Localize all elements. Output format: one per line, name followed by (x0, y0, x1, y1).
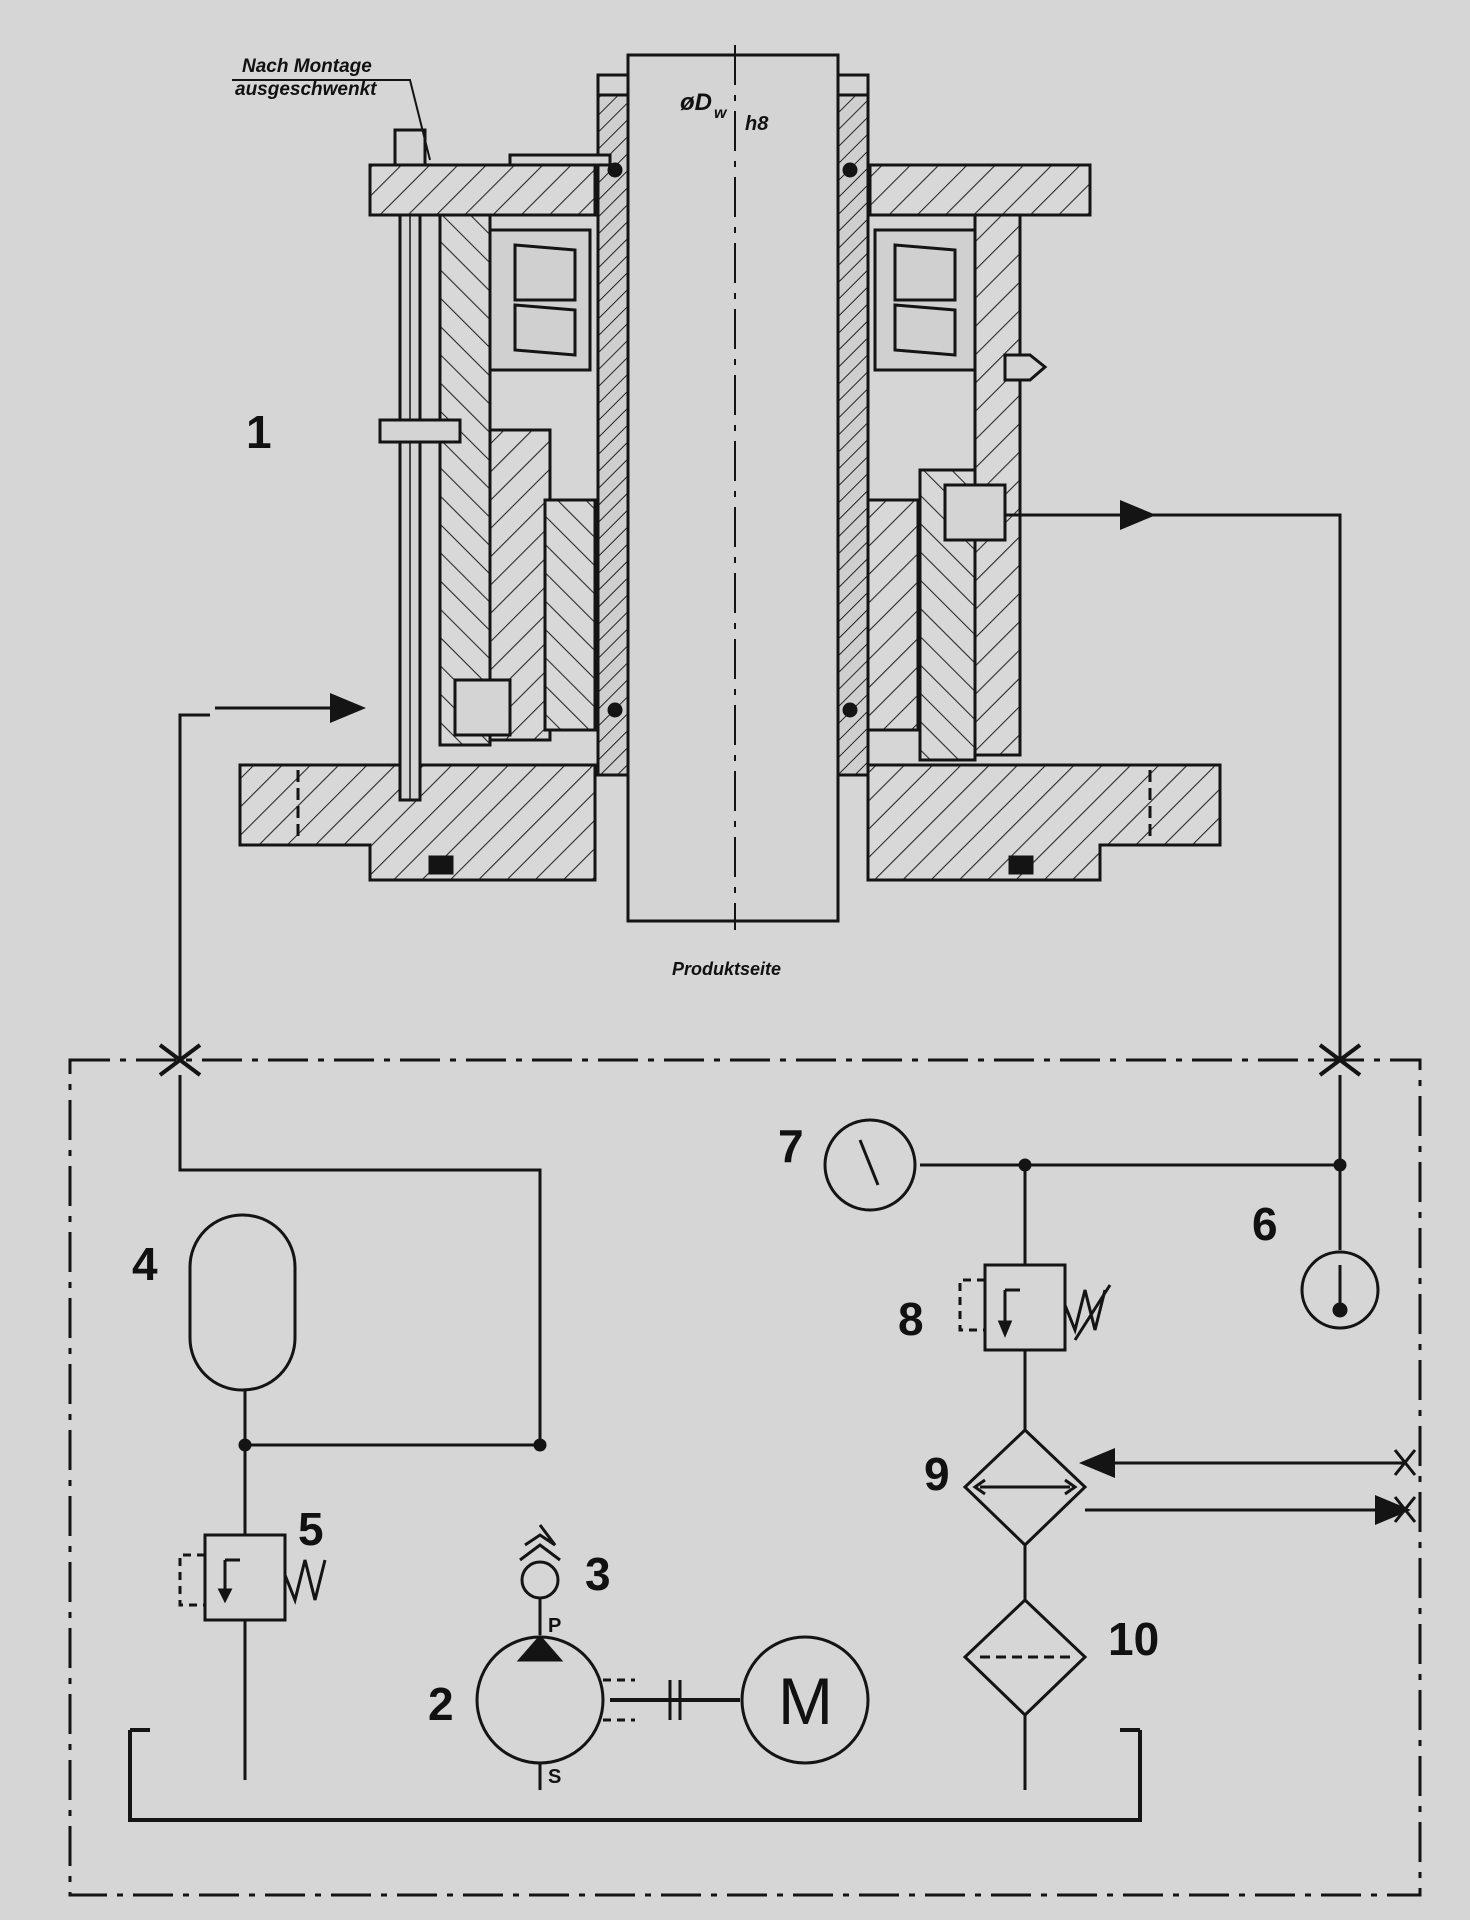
assembly-note-line-1: Nach Montage (242, 56, 372, 77)
pump-port-pressure: P (548, 1615, 561, 1637)
diameter-label: øD (680, 89, 712, 116)
product-side-label: Produktseite (672, 959, 781, 979)
spring-symbol (283, 1559, 327, 1605)
vent-plug (1003, 353, 1048, 382)
callout-9: 9 (924, 1448, 950, 1500)
o-ring (428, 855, 454, 875)
relief-valve-adjustable (983, 1263, 1067, 1352)
hydraulic-circuit (68, 500, 1422, 1897)
callout-8: 8 (898, 1293, 924, 1345)
top-flange-right (868, 163, 1092, 217)
callout-10: 10 (1108, 1613, 1159, 1665)
bottom-flange-right (866, 763, 1222, 882)
nut (393, 128, 427, 167)
labels: Nach Montage ausgeschwenkt øD w h8 Produ… (132, 56, 1278, 1788)
callout-3: 3 (585, 1548, 611, 1600)
sleeve-right (836, 73, 870, 777)
diameter-subscript: w (714, 105, 728, 122)
pressure-line (178, 1075, 542, 1450)
unit-boundary (68, 1058, 1422, 1897)
motor (740, 1635, 870, 1765)
o-ring (1008, 855, 1034, 875)
supply-line (178, 713, 210, 1060)
leader-line (232, 79, 431, 161)
bottom-flange-left (238, 763, 597, 882)
callout-5: 5 (298, 1503, 324, 1555)
callout-6: 6 (1252, 1198, 1278, 1250)
callout-4: 4 (132, 1238, 158, 1290)
shaft (626, 53, 840, 923)
pump-port-suction: S (548, 1766, 561, 1788)
accumulator (188, 1213, 297, 1392)
seal-cross-section (238, 45, 1222, 930)
callout-1: 1 (246, 406, 272, 458)
callout-2: 2 (428, 1678, 454, 1730)
housing-left-inner (543, 498, 597, 732)
motor-label: M (778, 1664, 833, 1738)
housing-right-inner (866, 498, 920, 732)
tolerance-label: h8 (745, 113, 769, 135)
assembly-note-line-2: ausgeschwenkt (235, 79, 377, 100)
housing-left-outer (438, 213, 492, 747)
relief-valve-fixed (203, 1533, 287, 1622)
outlet-port (943, 483, 1007, 542)
check-valve (520, 1560, 560, 1600)
callout-7: 7 (778, 1120, 804, 1172)
sleeve-left (596, 73, 630, 777)
top-flange-left (368, 163, 597, 217)
tank (128, 1730, 1142, 1822)
inlet-port (453, 678, 512, 737)
